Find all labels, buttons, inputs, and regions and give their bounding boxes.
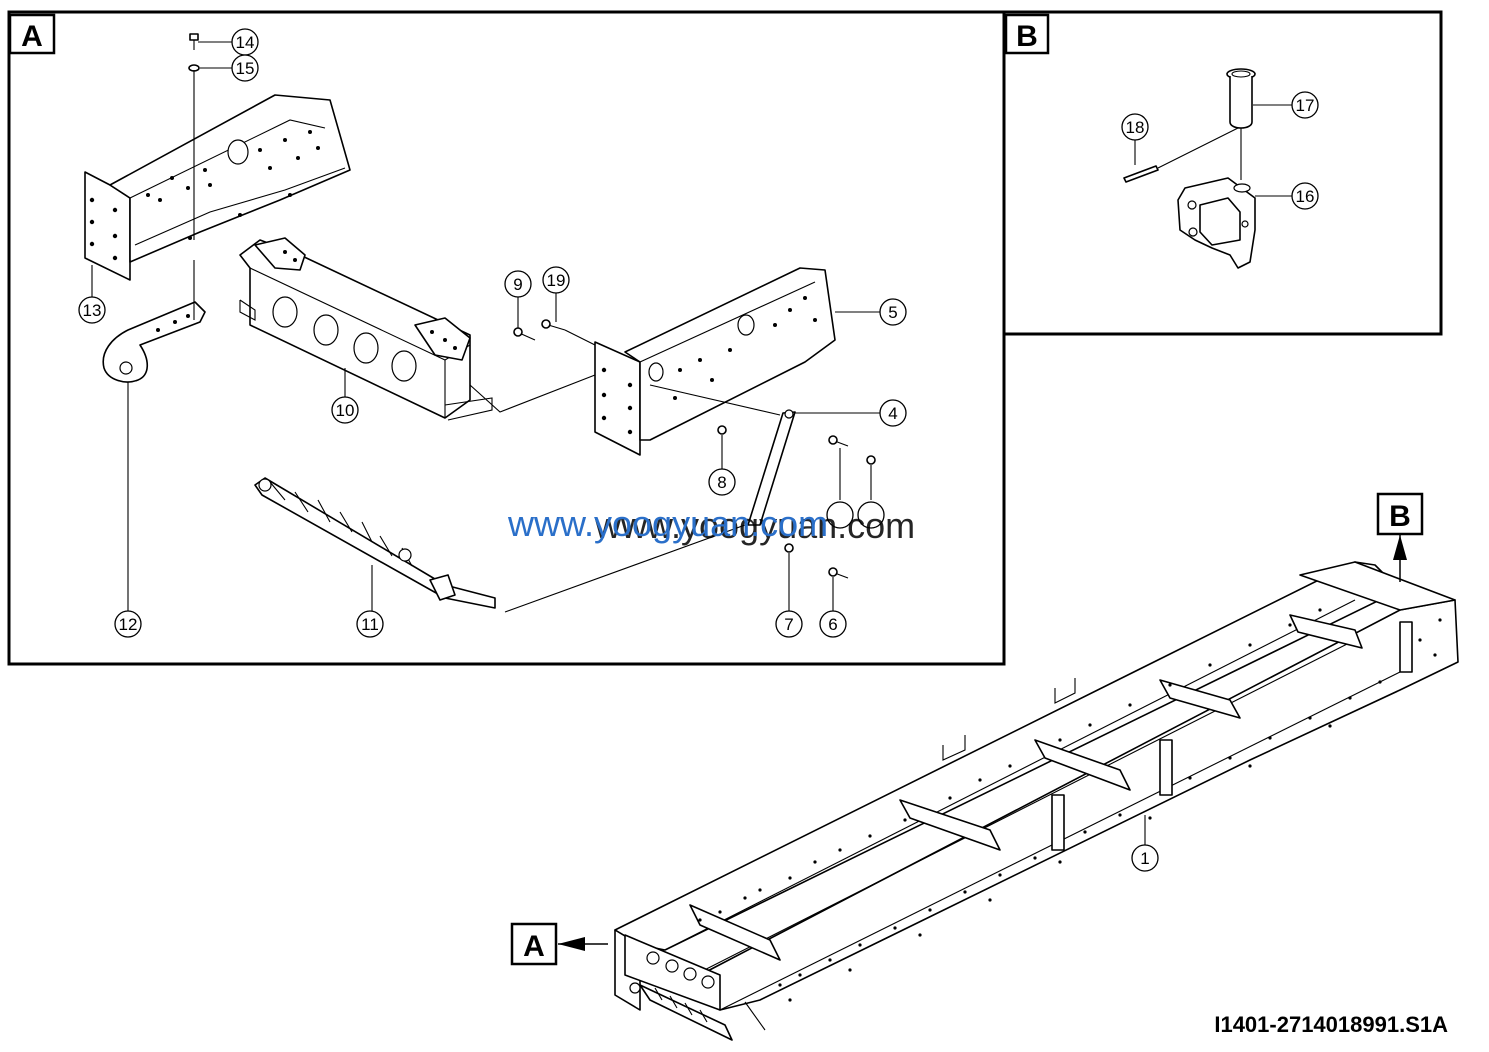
callout-1-number: 1 — [1140, 849, 1149, 868]
callout-6-number: 6 — [828, 615, 837, 634]
callout-11: 11 — [356, 610, 384, 638]
section-a-label: A — [21, 20, 43, 53]
callout-8: 8 — [708, 468, 736, 496]
callout-7-number: 7 — [784, 615, 793, 634]
part-12-tow-hook — [102, 301, 206, 383]
watermark: www.yoogyuan.com — [507, 503, 828, 544]
callout-4: 4 — [879, 399, 907, 427]
callout-15-number: 15 — [236, 59, 255, 78]
callout-17: 17 — [1291, 91, 1319, 119]
part-4-strut — [747, 409, 796, 526]
callout-16-number: 16 — [1296, 187, 1315, 206]
callout-14-number: 14 — [236, 33, 255, 52]
callout-19: 19 — [542, 266, 570, 294]
pointer-b-label: B — [1389, 500, 1411, 533]
fasteners — [188, 33, 876, 579]
part-11-step — [254, 477, 496, 609]
section-b-panel: B — [1002, 10, 1443, 336]
callout-11-number: 11 — [361, 615, 379, 634]
section-a-leaders — [91, 41, 880, 613]
callout-10-number: 10 — [336, 401, 355, 420]
watermark-shadow: www.yoogyuan.com — [594, 505, 915, 546]
callout-8-number: 8 — [717, 473, 726, 492]
callout-12: 12 — [114, 610, 142, 638]
callout-obscured-b — [857, 501, 885, 529]
callout-9-number: 9 — [513, 275, 522, 294]
callout-12-number: 12 — [119, 615, 138, 634]
part-17-pin — [1226, 68, 1256, 129]
pointer-a-label: A — [523, 930, 545, 963]
callout-6: 6 — [819, 610, 847, 638]
callout-9: 9 — [504, 270, 532, 298]
callout-4-number: 4 — [888, 404, 897, 423]
part-18-split-pin — [1123, 165, 1159, 183]
callout-1: 1 — [1131, 844, 1159, 872]
reference-code: I1401-2714018991.S1A — [1214, 1012, 1448, 1037]
callout-5: 5 — [879, 298, 907, 326]
callout-14: 14 — [231, 28, 259, 56]
callout-18: 18 — [1121, 113, 1149, 141]
section-a-panel: A — [7, 10, 1006, 666]
callout-obscured-a — [826, 501, 854, 529]
frame-rivet-pattern — [698, 608, 1442, 1002]
part-13-bracket — [84, 94, 351, 281]
callout-18-number: 18 — [1126, 118, 1145, 137]
callout-13-number: 13 — [83, 301, 102, 320]
callout-7: 7 — [775, 610, 803, 638]
callout-17-number: 17 — [1296, 96, 1315, 115]
pointer-a: A — [510, 922, 608, 966]
section-b-label: B — [1016, 20, 1038, 53]
section-b-leaders — [1134, 104, 1292, 197]
part-1-chassis-frame — [614, 561, 1459, 1041]
part-16-spring-bracket — [1177, 177, 1256, 269]
part-5-side-bracket — [594, 267, 836, 456]
part-10-cross-member — [239, 237, 493, 421]
callout-10: 10 — [331, 396, 359, 424]
callout-16: 16 — [1291, 182, 1319, 210]
callout-13: 13 — [78, 296, 106, 324]
callout-15: 15 — [231, 54, 259, 82]
pointer-b: B — [1376, 492, 1424, 582]
callout-19-number: 19 — [547, 271, 566, 290]
callout-5-number: 5 — [888, 303, 897, 322]
